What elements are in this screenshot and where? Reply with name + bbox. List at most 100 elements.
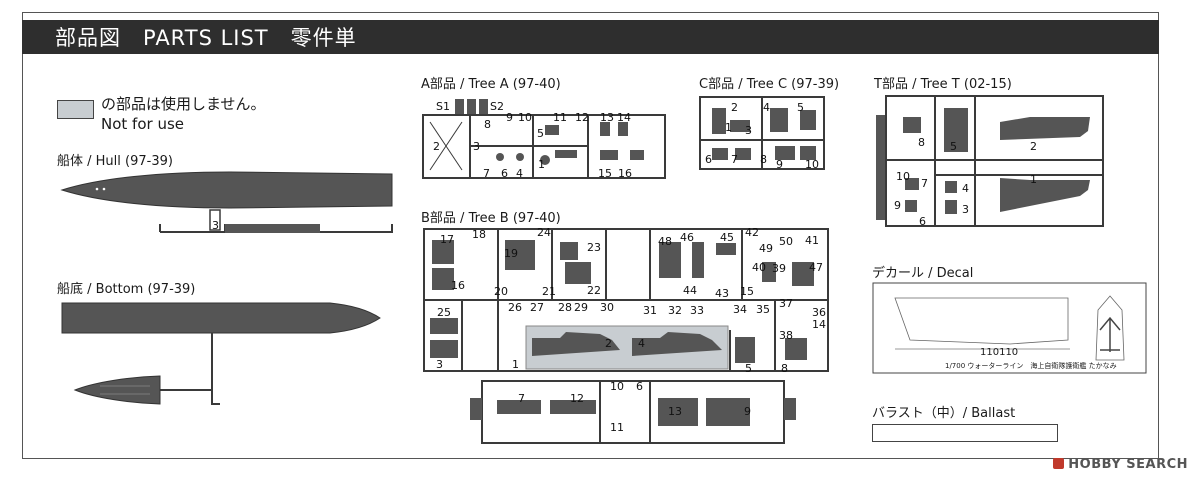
part-number-tree-b: 42: [745, 226, 759, 239]
part-number-tree-a: 14: [617, 111, 631, 124]
part-number-tree-b: 20: [494, 285, 508, 298]
part-number-tree-b: 39: [772, 262, 786, 275]
part-number-tree-c: 1: [725, 121, 732, 134]
part-number-tree-b: 30: [600, 301, 614, 314]
part-number-tree-t: 8: [918, 136, 925, 149]
part-number-tree-a: 13: [600, 111, 614, 124]
hull-drawing: [60, 171, 393, 233]
part-number-tree-b: 27: [530, 301, 544, 314]
part-number-tree-b: 6: [636, 380, 643, 393]
tree-c-drawing: [699, 96, 825, 170]
part-number-tree-t: 9: [894, 199, 901, 212]
part-number-tree-b: 36: [812, 306, 826, 319]
part-number-tree-b: 38: [779, 329, 793, 342]
part-number-tree-a: 8: [484, 118, 491, 131]
part-number-tree-c: 6: [705, 153, 712, 166]
part-number-tree-b: 9: [744, 405, 751, 418]
part-number-tree-a: 3: [473, 140, 480, 153]
part-number-tree-c: 10: [805, 158, 819, 171]
part-number-tree-b: 41: [805, 234, 819, 247]
part-number-tree-a: 11: [553, 111, 567, 124]
tree-a-drawing: [422, 114, 666, 179]
part-number-tree-b: 17: [440, 233, 454, 246]
part-number-tree-b: 32: [668, 304, 682, 317]
part-number-tree-b: 7: [518, 392, 525, 405]
part-number-tree-c: 5: [797, 101, 804, 114]
legend: の部品は使用しません。 Not for use: [101, 94, 266, 134]
part-number-tree-b: 40: [752, 261, 766, 274]
decal-caption: 1/700 ウォーターライン 海上自衛隊護衛艦 たかなみ: [945, 362, 1117, 370]
part-number-tree-a: 9: [506, 111, 513, 124]
decal-sheet: [872, 282, 1147, 374]
part-number-tree-c: 2: [731, 101, 738, 114]
part-number-tree-a: 15: [598, 167, 612, 180]
part-number-tree-b: 14: [812, 318, 826, 331]
bottom-drawing: [61, 302, 381, 405]
unused-part-swatch: [57, 100, 94, 119]
page-frame: [22, 12, 1159, 459]
ballast-part: [872, 424, 1058, 442]
tree-t-parts: [876, 108, 1090, 220]
tree-a-label: A部品 / Tree A (97-40): [421, 77, 561, 92]
part-number-tree-b: 5: [745, 362, 752, 375]
part-number-tree-b: 8: [781, 362, 788, 375]
part-number-tree-b: 34: [733, 303, 747, 316]
part-number-tree-b: 33: [690, 304, 704, 317]
part-number-tree-c: 9: [776, 158, 783, 171]
part-number-tree-b: 18: [472, 228, 486, 241]
part-number-tree-b: 28: [558, 301, 572, 314]
part-number-tree-b: 1: [512, 358, 519, 371]
part-number-hull: 3: [212, 219, 219, 232]
watermark-text: HOBBY SEARCH: [1068, 457, 1188, 472]
decal-number: 110110: [980, 347, 1019, 358]
part-number-tree-b: 43: [715, 287, 729, 300]
legend-line-en: Not for use: [101, 115, 184, 133]
part-number-tree-a: 2: [433, 140, 440, 153]
part-number-tree-b: 19: [504, 247, 518, 260]
part-number-tree-t: 2: [1030, 140, 1037, 153]
part-number-tree-t: 1: [1030, 173, 1037, 186]
tree-c-parts: [712, 108, 816, 160]
part-number-tree-t: 5: [950, 140, 957, 153]
part-number-tree-c: 7: [731, 153, 738, 166]
part-number-tree-t: 3: [962, 203, 969, 216]
part-number-tree-b: 24: [537, 226, 551, 239]
part-number-tree-a: S2: [490, 100, 504, 113]
tree-c-label: C部品 / Tree C (97-39): [699, 77, 840, 92]
ballast-label: バラスト（中）/ Ballast: [872, 406, 1016, 421]
part-number-tree-t: 6: [919, 215, 926, 228]
part-number-tree-b: 49: [759, 242, 773, 255]
part-number-tree-b: 50: [779, 235, 793, 248]
part-number-tree-b: 10: [610, 380, 624, 393]
part-number-tree-b: 15: [740, 285, 754, 298]
bottom-label: 船底 / Bottom (97-39): [57, 282, 196, 297]
part-number-tree-b: 46: [680, 231, 694, 244]
header-bar: 部品図 PARTS LIST 零件単: [22, 20, 1159, 54]
part-number-tree-a: 1: [538, 158, 545, 171]
part-number-tree-a: 12: [575, 111, 589, 124]
part-number-tree-b: 31: [643, 304, 657, 317]
part-number-tree-b: 45: [720, 231, 734, 244]
tree-a-parts: [455, 99, 644, 165]
part-number-tree-b: 44: [683, 284, 697, 297]
part-number-tree-t: 4: [962, 182, 969, 195]
part-number-tree-c: 8: [760, 153, 767, 166]
part-number-tree-a: 7: [483, 167, 490, 180]
part-number-tree-b: 22: [587, 284, 601, 297]
part-number-tree-c: 3: [745, 124, 752, 137]
part-number-tree-a: 4: [516, 167, 523, 180]
hobby-search-logo-icon: [1053, 458, 1065, 469]
tree-b-parts: [430, 240, 814, 426]
part-number-tree-b: 23: [587, 241, 601, 254]
tree-t-label: T部品 / Tree T (02-15): [874, 77, 1012, 92]
part-number-tree-b: 25: [437, 306, 451, 319]
part-number-tree-b: 29: [574, 301, 588, 314]
hull-label: 船体 / Hull (97-39): [57, 154, 173, 169]
part-number-tree-a: 5: [537, 127, 544, 140]
part-number-tree-b: 11: [610, 421, 624, 434]
part-number-tree-b: 37: [779, 297, 793, 310]
tree-t-drawing: [885, 95, 1104, 227]
part-number-tree-b: 48: [658, 235, 672, 248]
part-number-tree-b: 16: [451, 279, 465, 292]
